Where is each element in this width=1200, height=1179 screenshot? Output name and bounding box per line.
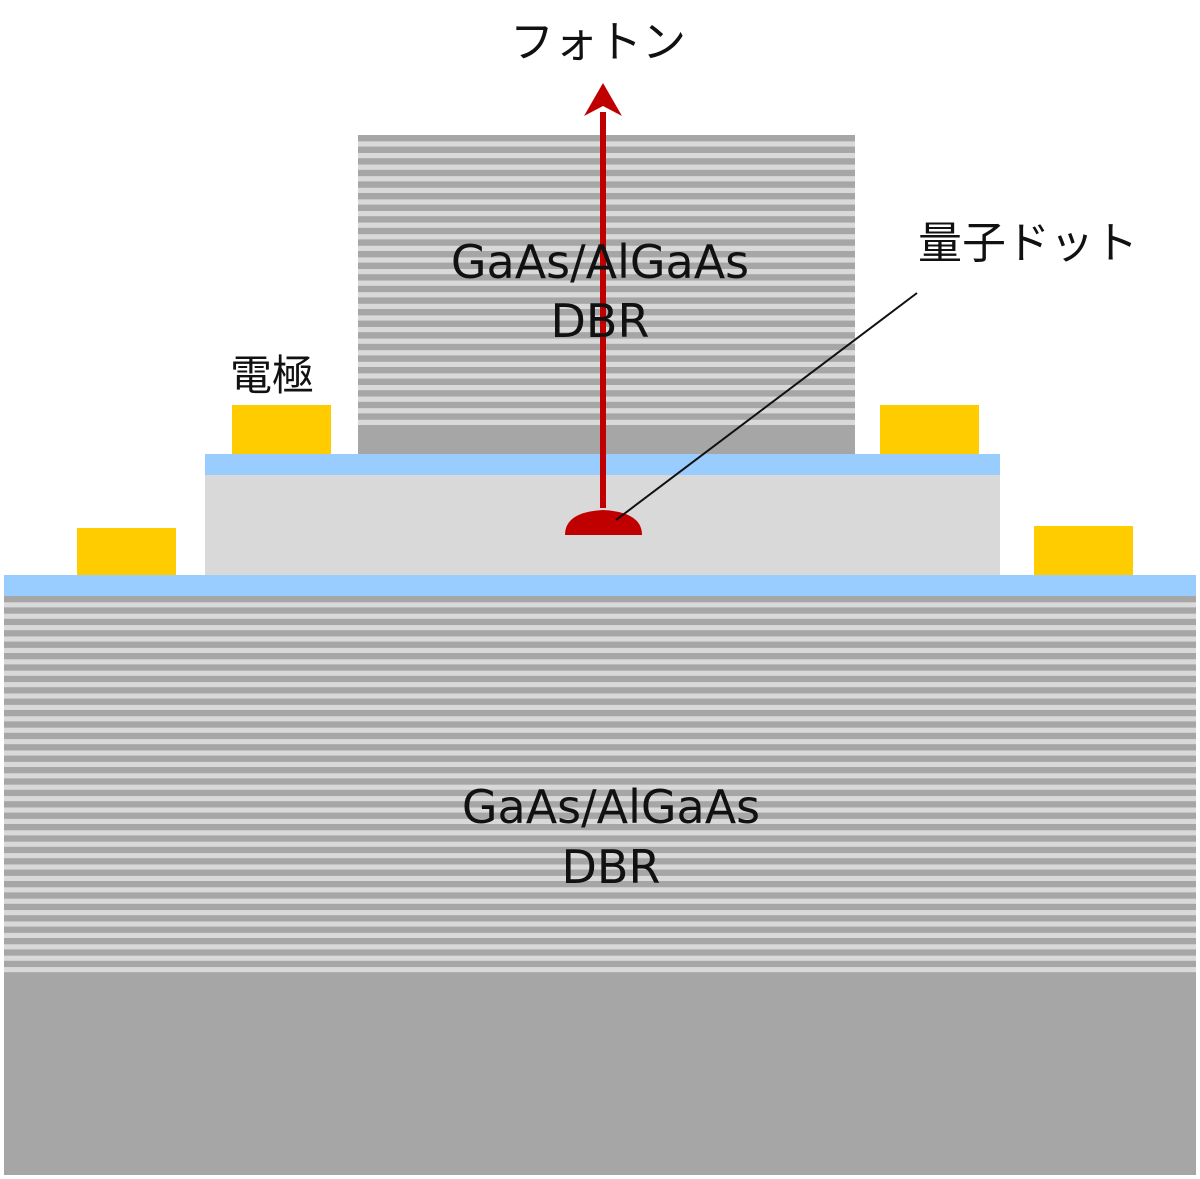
bottom-dbr-light-layer xyxy=(4,773,1196,779)
bottom-dbr-light-layer xyxy=(4,875,1196,881)
top-dbr-light-layer xyxy=(358,152,855,159)
bottom-dbr-light-layer xyxy=(4,841,1196,847)
top-dbr-light-layer xyxy=(358,373,855,379)
electrode-label: 電極 xyxy=(230,351,314,400)
top-dbr-light-layer xyxy=(358,280,855,286)
bottom-dbr-light-layer xyxy=(4,807,1196,813)
top-dbr-light-layer xyxy=(358,419,855,425)
electrode-upper-right xyxy=(880,405,979,454)
bottom-dbr-light-layer xyxy=(4,910,1196,916)
bottom-dbr-light-layer xyxy=(4,739,1196,745)
top-dbr-light-layer xyxy=(358,361,855,367)
bottom-dbr-light-layer xyxy=(4,898,1196,904)
photon-arrow-head xyxy=(584,83,622,116)
top-dbr-light-layer xyxy=(358,292,855,298)
top-dbr-label-line1: GaAs/AlGaAs xyxy=(451,235,749,289)
top-dbr-light-layer xyxy=(358,164,855,170)
bottom-dbr-light-layer xyxy=(4,818,1196,824)
electrode-lower-left xyxy=(77,528,176,575)
top-dbr-light-layer xyxy=(358,176,855,182)
top-dbr-light-layer xyxy=(358,187,855,193)
bottom-dbr-light-layer xyxy=(4,602,1196,608)
top-dbr-light-layer xyxy=(358,326,855,333)
bottom-dbr-light-layer xyxy=(4,796,1196,802)
top-dbr-light-layer xyxy=(358,315,855,321)
bottom-dbr-label-line1: GaAs/AlGaAs xyxy=(462,780,760,834)
bottom-dbr-light-layer xyxy=(4,647,1196,653)
photon-label: フォトン xyxy=(510,17,686,68)
top-dbr-light-layer xyxy=(358,210,855,217)
bottom-dbr-label-line2: DBR xyxy=(562,840,661,894)
bottom-dbr-light-layer xyxy=(4,727,1196,733)
substrate xyxy=(4,975,1196,1175)
top-dbr xyxy=(358,135,855,454)
bottom-dbr-light-layer xyxy=(4,693,1196,699)
top-dbr-light-layer xyxy=(358,199,855,205)
top-dbr-light-layer xyxy=(358,141,855,147)
bottom-dbr-light-layer xyxy=(4,659,1196,665)
bottom-dbr-light-layer xyxy=(4,967,1196,973)
electrode-lower-right xyxy=(1034,526,1133,575)
quantum-dot xyxy=(565,510,642,535)
electrode-upper-left xyxy=(232,405,331,454)
bottom-dbr-light-layer xyxy=(4,704,1196,710)
top-dbr-light-layer xyxy=(358,350,855,356)
bottom-dbr-light-layer xyxy=(4,864,1196,870)
bottom-dbr-light-layer xyxy=(4,932,1196,938)
bottom-dbr-light-layer xyxy=(4,830,1196,836)
bottom-dbr-light-layer xyxy=(4,853,1196,859)
quantum-dot-leader-line xyxy=(615,292,918,521)
top-dbr-light-layer xyxy=(358,384,855,391)
top-dbr-light-layer xyxy=(358,222,855,228)
bottom-dbr-light-layer xyxy=(4,613,1196,619)
quantum-dot-label: 量子ドット xyxy=(918,218,1138,269)
bottom-dbr-light-layer xyxy=(4,670,1196,676)
bottom-dbr-light-layer xyxy=(4,921,1196,927)
top-dbr-light-layer xyxy=(358,268,855,275)
top-dbr-light-layer xyxy=(358,257,855,263)
top-dbr-label-line2: DBR xyxy=(551,294,650,348)
top-dbr-light-layer xyxy=(358,303,855,309)
bottom-dbr-light-layer xyxy=(4,682,1196,688)
bottom-dbr xyxy=(4,596,1196,975)
bottom-dbr-light-layer xyxy=(4,887,1196,893)
bottom-dbr-light-layer xyxy=(4,625,1196,631)
bottom-dbr-light-layer xyxy=(4,750,1196,756)
lower-contact-layer xyxy=(4,575,1196,596)
top-dbr-light-layer xyxy=(358,234,855,240)
bottom-dbr-light-layer xyxy=(4,636,1196,642)
bottom-dbr-light-layer xyxy=(4,784,1196,790)
top-dbr-light-layer xyxy=(358,338,855,344)
top-dbr-light-layer xyxy=(358,396,855,402)
bottom-dbr-light-layer xyxy=(4,944,1196,950)
bottom-dbr-light-layer xyxy=(4,955,1196,961)
top-dbr-light-layer xyxy=(358,245,855,251)
bottom-dbr-light-layer xyxy=(4,761,1196,767)
bottom-dbr-light-layer xyxy=(4,716,1196,722)
top-dbr-light-layer xyxy=(358,408,855,414)
